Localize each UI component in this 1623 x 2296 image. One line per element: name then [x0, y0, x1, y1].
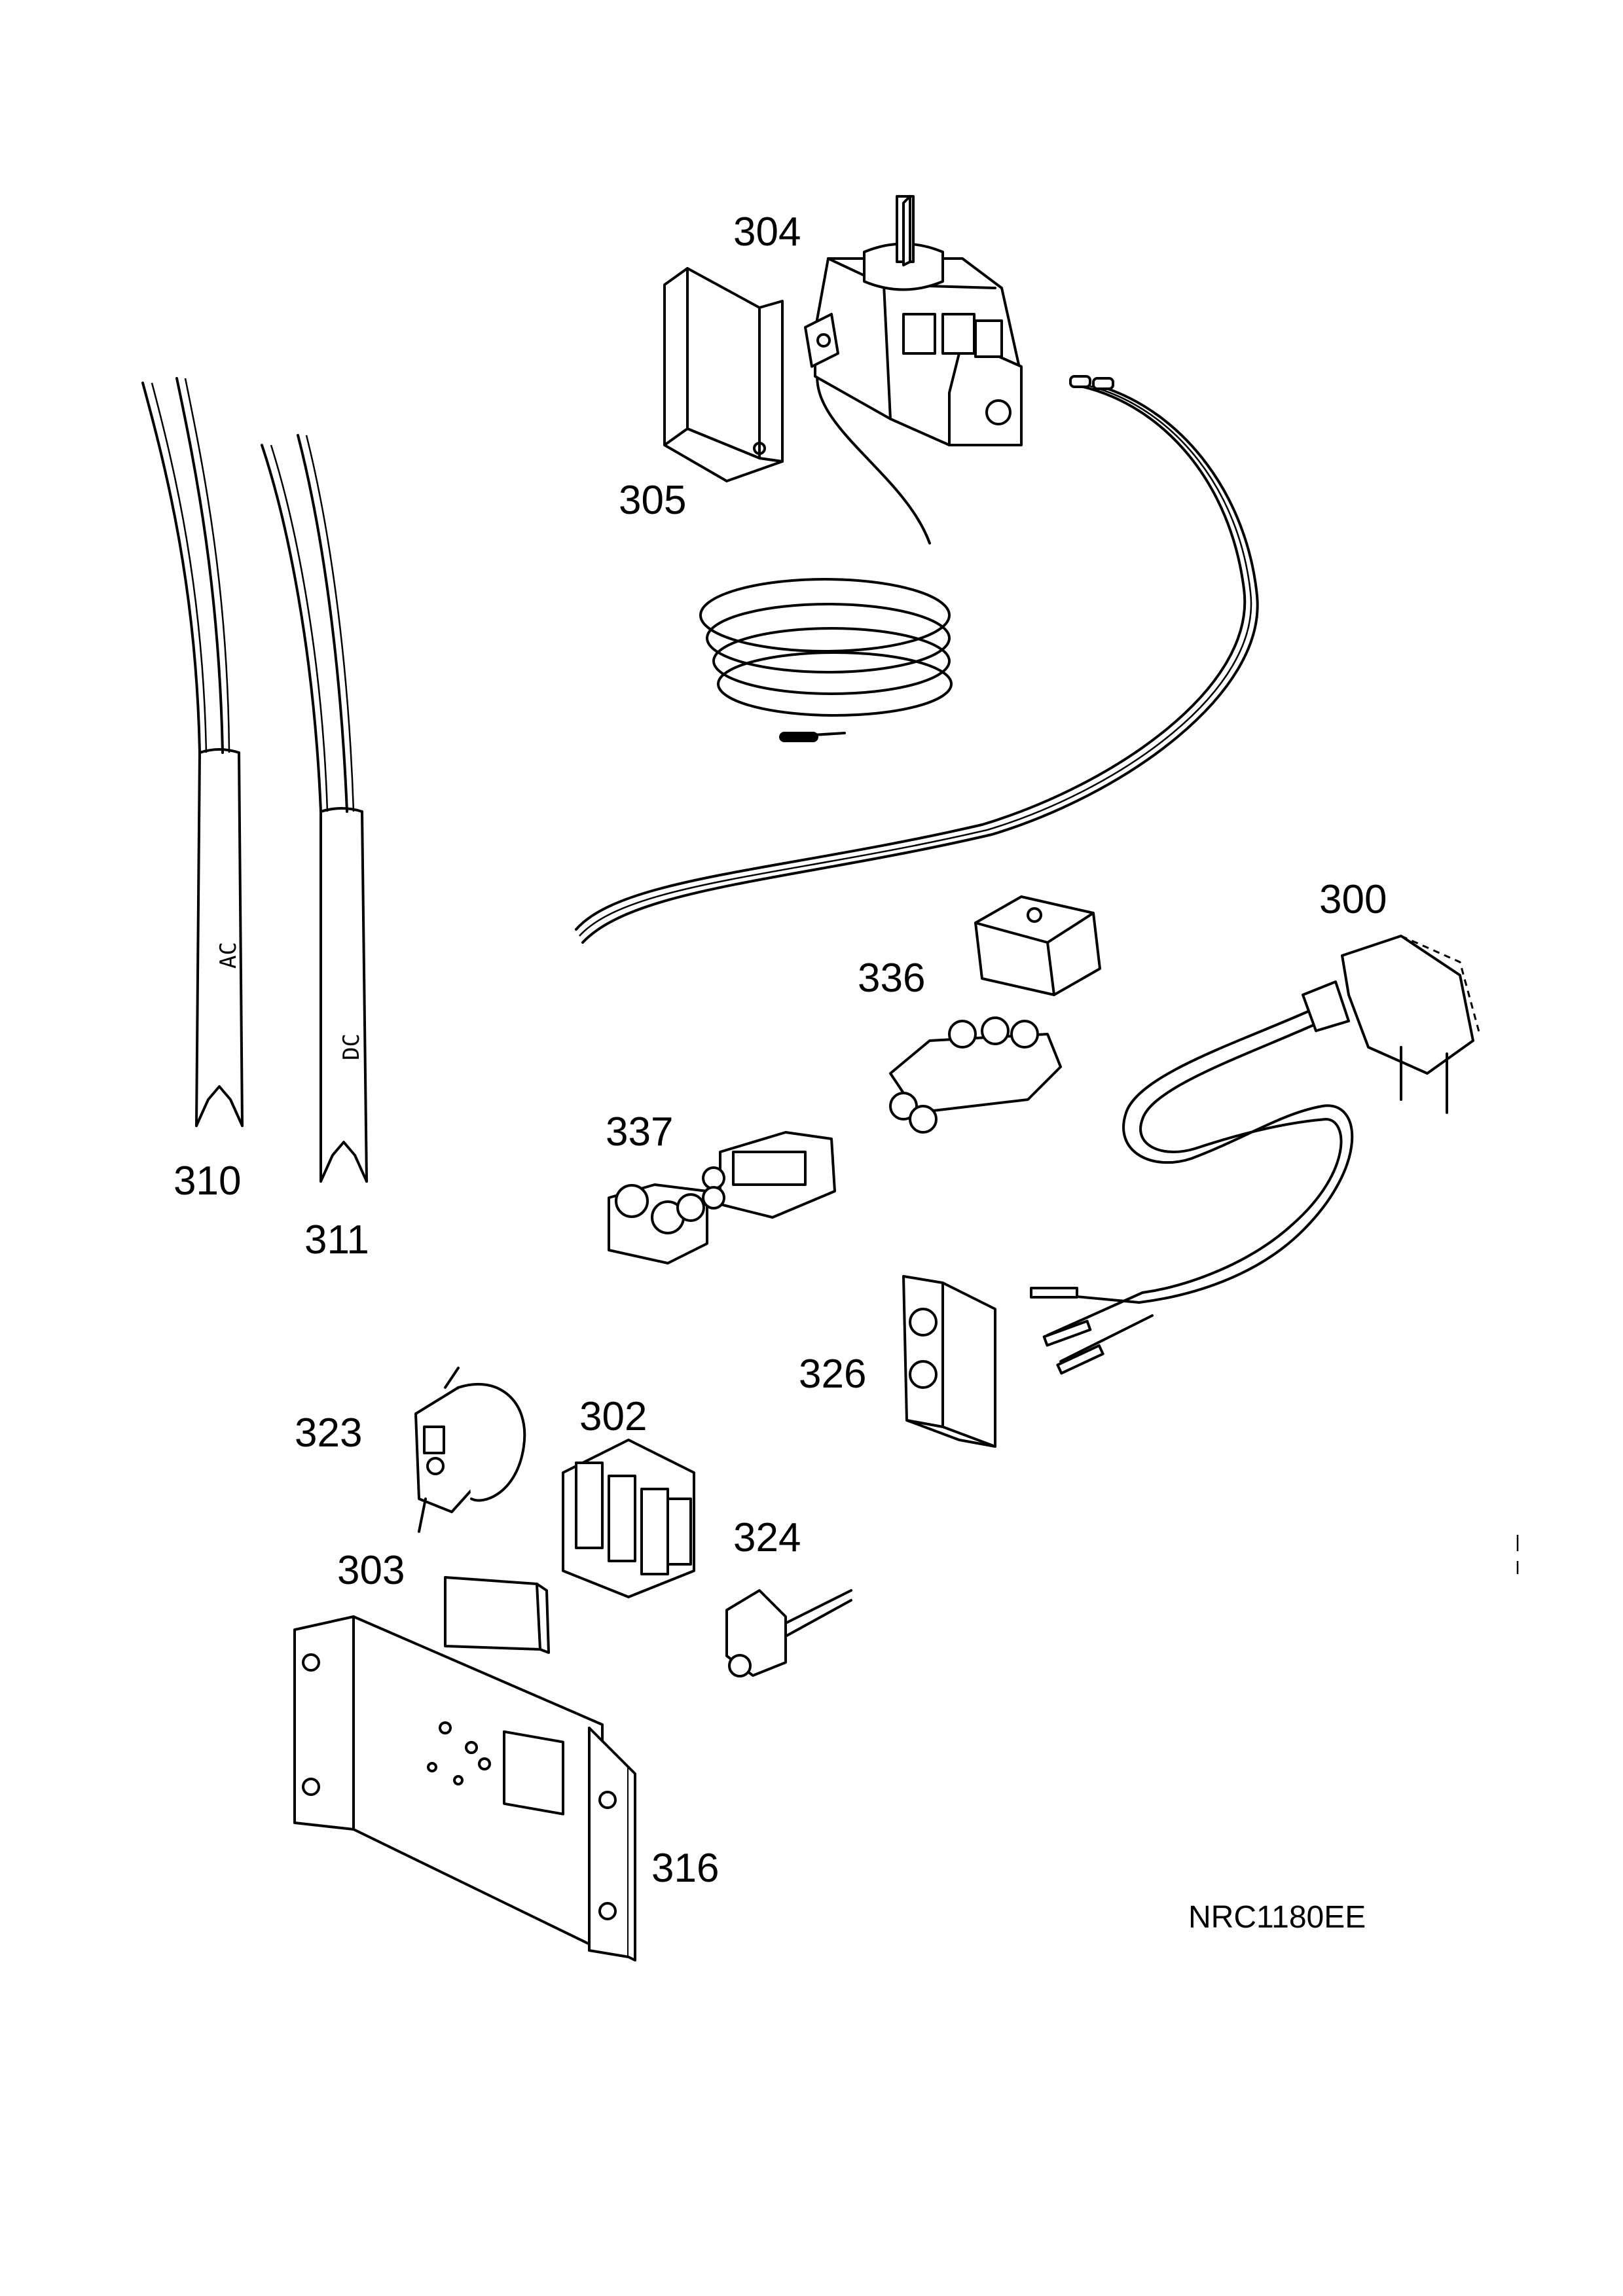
power-plug-icon [1030, 935, 1481, 1375]
ac-cable-print: AC [215, 942, 242, 969]
mounting-plate-icon [293, 1615, 636, 1962]
drawing-code: NRC1180EE [1188, 1900, 1366, 1935]
part-label-303: 303 [337, 1548, 405, 1593]
terminal-block-icon [562, 1439, 695, 1598]
part-label-323: 323 [295, 1410, 362, 1456]
thermostat-icon [575, 195, 1259, 944]
part-label-336: 336 [858, 956, 925, 1001]
insulation-pad-icon [444, 1576, 550, 1654]
ac-cable-icon: AC [141, 377, 244, 1127]
part-label-305: 305 [619, 478, 686, 523]
part-label-326: 326 [799, 1352, 866, 1397]
connector-block-icon [608, 1131, 836, 1265]
pin-clip-icon [725, 1589, 852, 1677]
part-label-337: 337 [606, 1109, 673, 1155]
terminal-connector-icon [889, 895, 1101, 1134]
part-label-302: 302 [579, 1394, 647, 1439]
dc-cable-icon: DC [261, 434, 368, 1183]
part-label-311: 311 [304, 1217, 369, 1263]
part-label-310: 310 [173, 1158, 241, 1204]
clip-icon [414, 1367, 526, 1533]
cable-clamp-icon [902, 1275, 996, 1448]
dc-cable-print: DC [338, 1033, 365, 1060]
part-label-324: 324 [733, 1515, 801, 1560]
part-label-304: 304 [733, 209, 801, 255]
part-label-300: 300 [1319, 877, 1387, 922]
part-label-316: 316 [651, 1846, 719, 1891]
bracket-icon [663, 267, 784, 482]
